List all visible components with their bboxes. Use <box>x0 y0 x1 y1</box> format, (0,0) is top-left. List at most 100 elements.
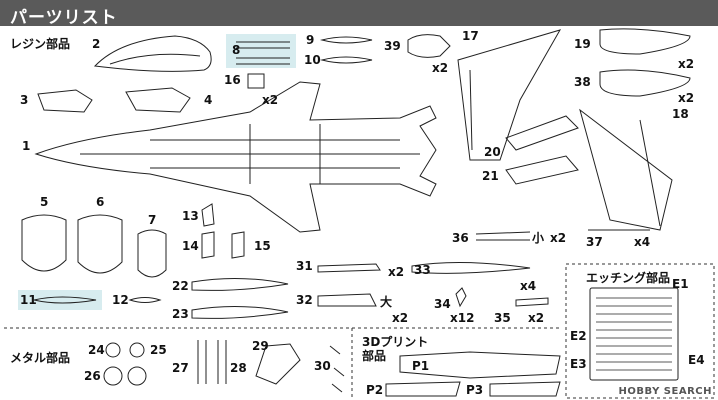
part-label-33-count: x4 <box>520 279 537 293</box>
part-label-30: 30 <box>314 359 331 373</box>
part-label-35-count: x2 <box>528 311 545 325</box>
part-12-missile <box>128 297 162 303</box>
part-label-39: 39 <box>384 39 401 53</box>
part-label-25: 25 <box>150 343 167 357</box>
etching-parts-title: エッチング部品 <box>586 271 671 285</box>
part-label-26: 26 <box>84 369 101 383</box>
part-P3-body <box>489 381 561 397</box>
part-28-strut <box>217 340 227 384</box>
part-label-18: 18 <box>672 107 689 121</box>
part-33-missile <box>411 261 531 274</box>
part-label-10: 10 <box>304 53 321 67</box>
part-label-27: 27 <box>172 361 189 375</box>
part-label-20: 20 <box>484 145 501 159</box>
part-13-plate <box>201 203 215 227</box>
resin-parts-title: レジン部品 <box>10 37 71 51</box>
part-label-31: 31 <box>296 259 313 273</box>
part-7-panel <box>137 229 167 278</box>
part-20-plate <box>505 115 579 151</box>
part-label-37: 37 <box>586 235 603 249</box>
part-label-37-count: x4 <box>634 235 651 249</box>
part-label-36: 36 <box>452 231 469 245</box>
part-1-fuselage <box>34 81 437 233</box>
part-19-pod <box>599 28 691 55</box>
print-label-P1: P1 <box>412 359 430 373</box>
part-21-plate <box>505 155 579 185</box>
part-26-wheel <box>103 366 123 386</box>
part-label-23: 23 <box>172 307 189 321</box>
part-label-32-count: x2 <box>392 311 409 325</box>
part-label-31-count: x2 <box>388 265 405 279</box>
metal-parts-title: メタル部品 <box>10 351 71 365</box>
part-label-38-count: x2 <box>678 91 695 105</box>
part-label-13: 13 <box>182 209 199 223</box>
part-label-7: 7 <box>148 213 157 227</box>
etching-label-E4: E4 <box>688 353 705 367</box>
part-15-plate <box>231 231 245 259</box>
part-P1-body <box>399 351 561 379</box>
part-35-bar <box>515 297 549 307</box>
part-29-gear <box>255 343 301 385</box>
part-10-fin <box>320 56 373 64</box>
part-label-38: 38 <box>574 75 591 89</box>
part-9-fin <box>320 36 373 44</box>
etching-label-E3: E3 <box>570 357 587 371</box>
part-4-intake <box>125 87 191 113</box>
part-label-36-count: x2 <box>550 231 567 245</box>
part-label-12: 12 <box>112 293 129 307</box>
part-label-15: 15 <box>254 239 271 253</box>
part-label-33: 33 <box>414 263 431 277</box>
part-label-16-count: x2 <box>262 93 279 107</box>
part-8-slat <box>236 41 290 65</box>
part-11-highlight <box>18 290 102 310</box>
part-label-21: 21 <box>482 169 499 183</box>
part-25-wheel <box>129 342 145 358</box>
part-17-wing <box>457 29 562 161</box>
part-label-39-count: x2 <box>432 61 449 75</box>
part-label-35: 35 <box>494 311 511 325</box>
part-label-5: 5 <box>40 195 49 209</box>
part-label-34-count: x12 <box>450 311 475 325</box>
size-mark-small: 小 <box>532 231 545 245</box>
part-31-rail <box>317 263 381 273</box>
etching-section-border <box>565 263 715 399</box>
part-label-28: 28 <box>230 361 247 375</box>
print-label-P2: P2 <box>366 383 384 397</box>
part-36-rack <box>475 231 531 241</box>
part-11-missile <box>33 296 97 304</box>
part-P2-body <box>385 381 461 397</box>
part-label-14: 14 <box>182 239 199 253</box>
part-label-8: 8 <box>232 43 241 57</box>
etching-sheet <box>589 287 679 381</box>
part-18-wing <box>579 108 673 231</box>
part-34-tip <box>455 287 467 308</box>
part-label-9: 9 <box>306 33 315 47</box>
part-label-32: 32 <box>296 293 313 307</box>
part-32-rail <box>317 293 377 307</box>
part-23-tank <box>191 305 289 319</box>
part-14-plate <box>201 231 215 259</box>
part-24-wheel <box>105 342 121 358</box>
part-label-1: 1 <box>22 139 31 153</box>
part-label-6: 6 <box>96 195 105 209</box>
part-5-panel <box>21 214 67 272</box>
part-label-34: 34 <box>434 297 451 311</box>
page-title: パーツリスト <box>10 8 118 28</box>
page-header: パーツリスト <box>0 0 718 28</box>
part-16-block <box>247 73 265 89</box>
part-3-intake <box>37 89 93 113</box>
part-label-2: 2 <box>92 37 101 51</box>
part-label-29: 29 <box>252 339 269 353</box>
print3d-parts-title-line1: 3Dプリント <box>362 335 429 349</box>
etching-label-E1: E1 <box>672 277 689 291</box>
part-30-link <box>329 345 345 393</box>
watermark: HOBBY SEARCH <box>618 386 712 397</box>
size-mark-large: 大 <box>380 295 393 309</box>
part-39-nozzle <box>407 34 451 58</box>
part-2-canopy <box>93 35 212 72</box>
part-label-11: 11 <box>20 293 37 307</box>
part-38-pod <box>599 69 691 97</box>
part-label-22: 22 <box>172 279 189 293</box>
